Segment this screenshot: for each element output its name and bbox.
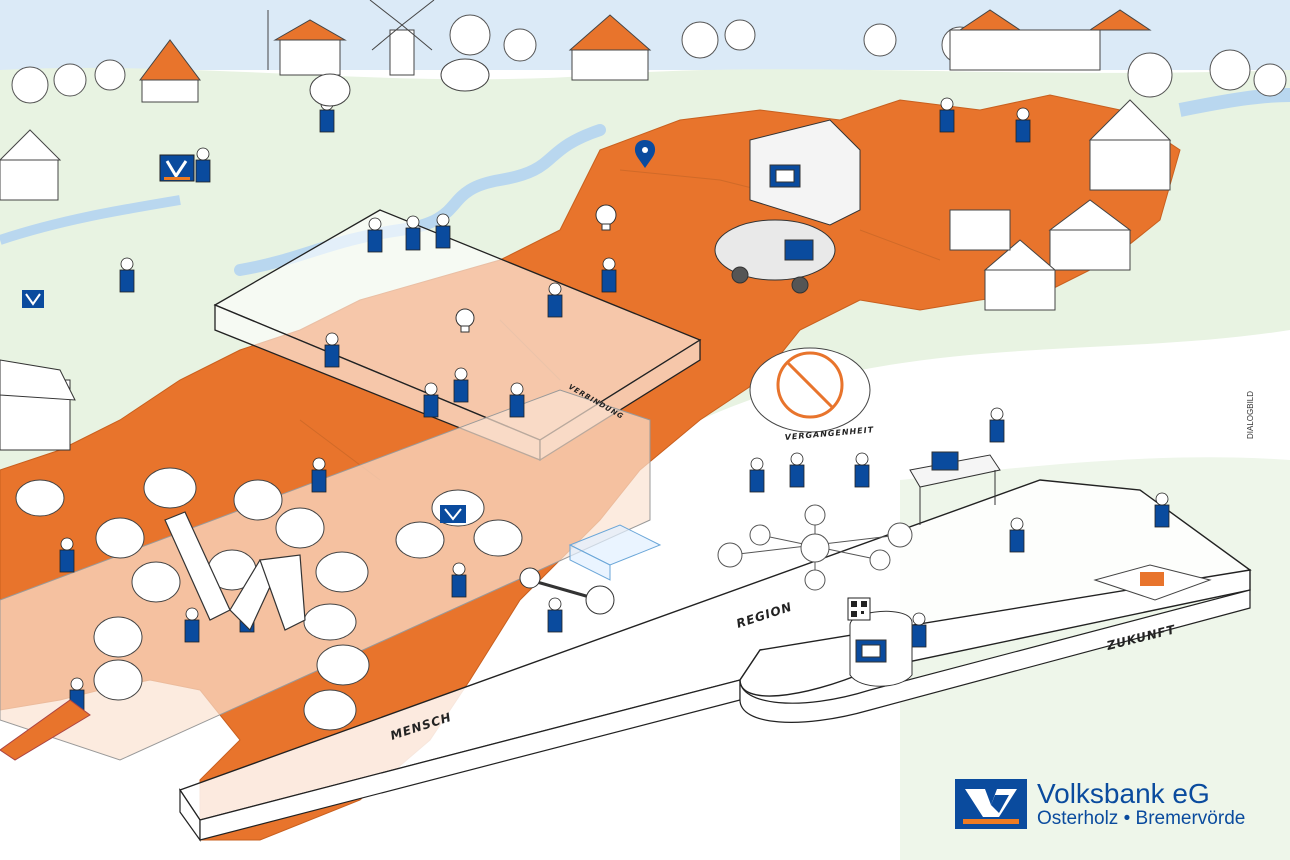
barbell xyxy=(519,567,615,615)
market-stall xyxy=(0,359,76,451)
vergangenheit-no-sign xyxy=(776,351,844,419)
region-borders xyxy=(299,169,941,481)
logo-subtitle: Osterholz • Bremervörde xyxy=(1037,807,1246,829)
red-carpet xyxy=(0,699,91,761)
qr-code-icon xyxy=(847,597,871,621)
river-right xyxy=(1178,88,1290,117)
lightbulb-icon xyxy=(595,204,617,231)
volksbank-logo-icon xyxy=(159,154,195,182)
people xyxy=(59,109,1170,713)
location-pin-icon xyxy=(634,140,656,168)
glass-model xyxy=(568,524,662,581)
village-buildings xyxy=(139,9,1152,103)
houses-construction xyxy=(949,99,1172,311)
electric-car xyxy=(714,219,836,294)
logo-name: Volksbank eG xyxy=(1037,778,1210,810)
puzzle-piece xyxy=(1093,564,1212,601)
bank-counter xyxy=(849,610,913,687)
lightbulb-icon xyxy=(455,308,475,333)
standing-desk xyxy=(909,451,1001,525)
credit-dialogbild: DIALOGBILD xyxy=(1246,391,1255,440)
river-left xyxy=(0,195,181,245)
volksbank-logo-icon xyxy=(955,779,1027,829)
volksbank-logo-icon xyxy=(440,505,466,523)
thought-bubbles xyxy=(15,58,871,731)
network-graph xyxy=(717,504,913,591)
volksbank-logo-icon xyxy=(22,290,44,308)
volksbank-logo: Volksbank eG Osterholz • Bremervörde xyxy=(955,776,1255,832)
letter-blocks xyxy=(164,511,306,632)
windmill xyxy=(369,0,435,76)
house-solar-left xyxy=(0,129,62,201)
bank-building xyxy=(749,119,861,226)
